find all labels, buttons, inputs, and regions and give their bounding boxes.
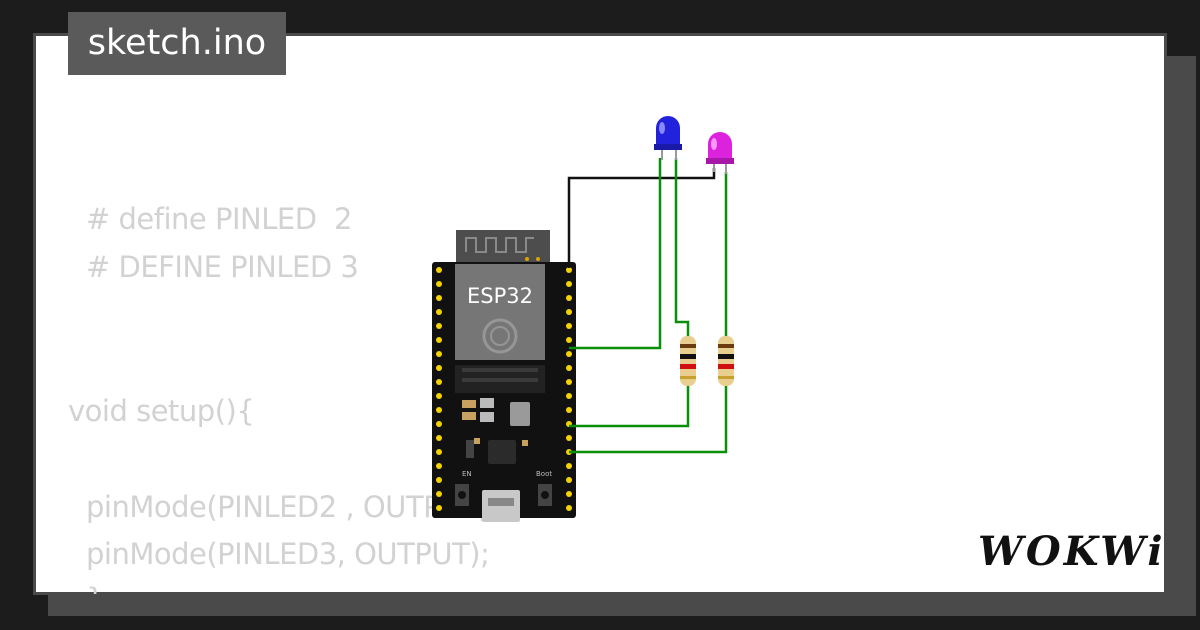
code-line-1: # define PINLED 2 bbox=[86, 202, 352, 236]
resistor-2[interactable] bbox=[718, 336, 734, 386]
code-line-4: pinMode(PINLED2 , OUTPUT); bbox=[86, 490, 499, 524]
left-pin-header bbox=[436, 267, 442, 511]
blue-resistor-to-pin-wire bbox=[569, 386, 690, 428]
wires bbox=[567, 158, 728, 454]
blue-led-signal-wire bbox=[569, 158, 662, 350]
sketch-title: sketch.ino bbox=[68, 12, 286, 75]
boot-label: Boot bbox=[536, 470, 552, 478]
blue-led[interactable] bbox=[654, 116, 682, 160]
preview-card bbox=[33, 33, 1167, 595]
code-line-6: } bbox=[86, 582, 104, 594]
wokwi-logo: WOKWi bbox=[978, 528, 1166, 575]
code-line-5: pinMode(PINLED3, OUTPUT); bbox=[86, 537, 490, 571]
code-line-2: # DEFINE PINLED 3 bbox=[86, 250, 359, 284]
magenta-led[interactable] bbox=[706, 132, 734, 174]
en-label: EN bbox=[462, 470, 472, 478]
code-line-3: void setup(){ bbox=[68, 394, 255, 428]
magenta-resistor-to-pin-wire bbox=[569, 386, 728, 454]
resistor-1[interactable] bbox=[680, 336, 696, 386]
esp32-label: ESP32 bbox=[467, 284, 533, 308]
ground-wire bbox=[567, 168, 716, 268]
esp32-board[interactable]: ESP32 EN Boot bbox=[432, 230, 576, 522]
blue-led-resistor-wire bbox=[674, 158, 690, 336]
